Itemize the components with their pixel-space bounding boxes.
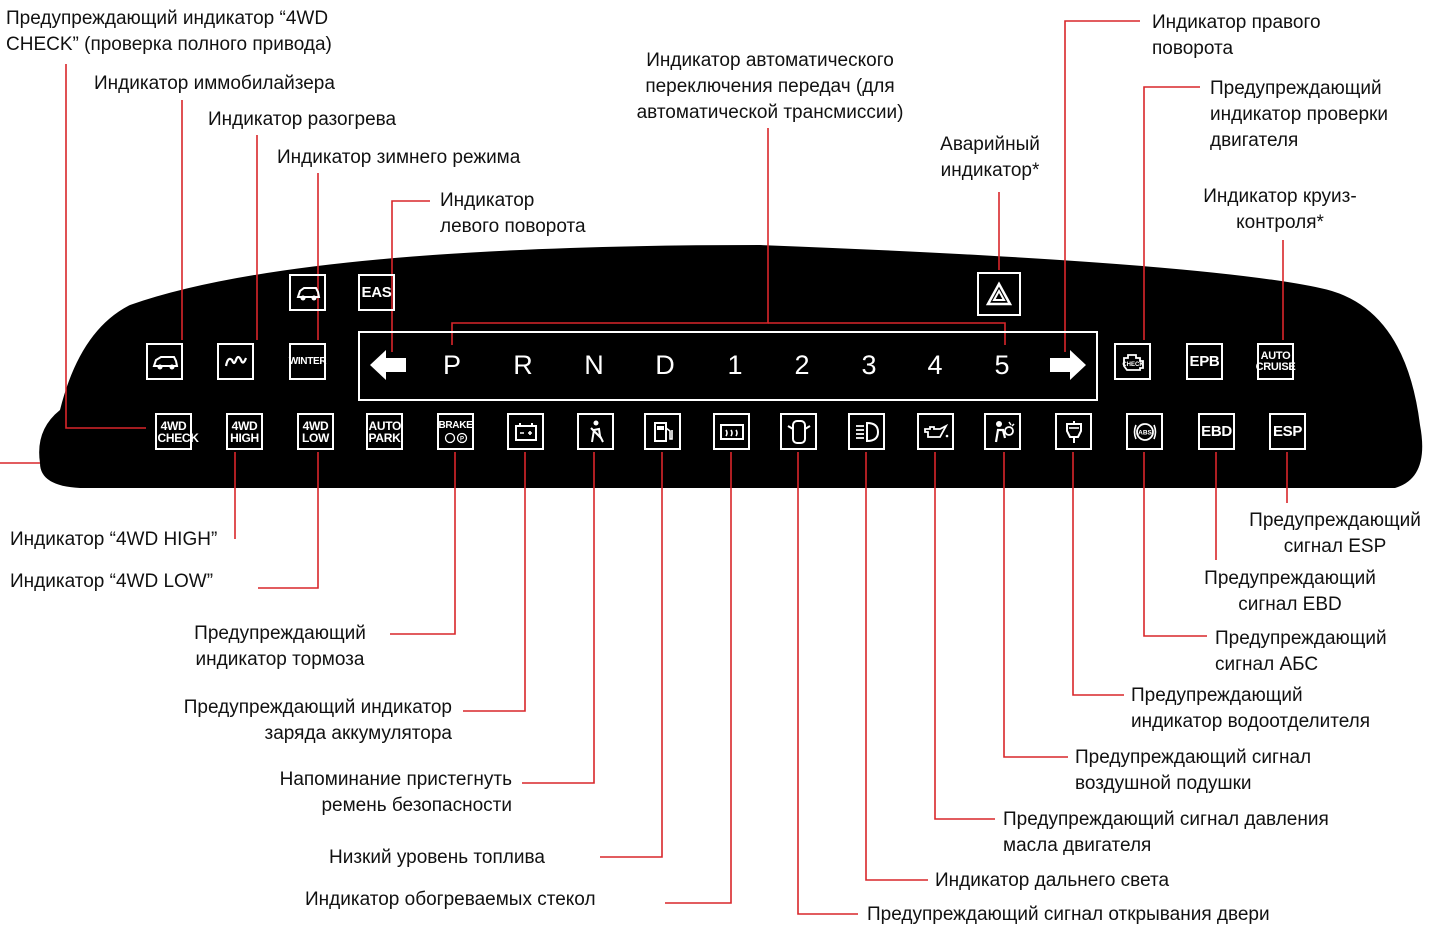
- gear-n: N: [584, 350, 604, 380]
- gear-p: P: [442, 350, 461, 380]
- leader-water-separator: [1072, 452, 1124, 696]
- 4wd-low-indicator: 4WD LOW: [297, 413, 334, 450]
- gear-r: R: [513, 350, 533, 380]
- label-airbag: Предупреждающий сигнал воздушной подушки: [1075, 747, 1312, 794]
- 4wd-high-indicator: 4WD HIGH: [226, 413, 263, 450]
- high-beam-icon: [848, 413, 885, 450]
- airbag-icon: [984, 413, 1021, 450]
- leader-fuel: [600, 452, 663, 858]
- 4wd-check-indicator: 4WD CHECK: [155, 413, 199, 450]
- label-battery: Предупреждающий индикатор заряда аккумул…: [183, 697, 452, 744]
- ebd-indicator: EBD: [1198, 413, 1235, 450]
- leader-left-turn: [391, 200, 430, 352]
- leader-brake: [390, 452, 456, 635]
- leader-check-engine: [1143, 86, 1200, 340]
- label-seatbelt: Напоминание пристегнуть ремень безопасно…: [279, 769, 512, 816]
- label-fuel: Низкий уровень топлива: [329, 847, 545, 868]
- left-turn-arrow-icon: [368, 348, 408, 387]
- defrost-icon: [713, 413, 750, 450]
- leader-4wd-check: [65, 64, 146, 429]
- label-brake: Предупреждающий индикатор тормоза: [194, 623, 366, 670]
- check-engine-icon: CHECK: [1114, 343, 1151, 380]
- oil-can-icon: [917, 413, 954, 450]
- label-check-engine: Предупреждающий индикатор проверки двига…: [1210, 78, 1388, 151]
- 4wd-check-label: 4WD CHECK: [157, 418, 199, 445]
- gear-5: 5: [994, 350, 1010, 380]
- esp-indicator: ESP: [1269, 413, 1306, 450]
- gear-4: 4: [927, 350, 943, 380]
- right-turn-arrow-icon: [1048, 348, 1088, 387]
- label-abs: Предупреждающий сигнал АБС: [1215, 628, 1387, 675]
- leader-abs: [1143, 452, 1207, 637]
- gear-2: 2: [794, 350, 810, 380]
- label-esp: Предупреждающий сигнал ESP: [1249, 510, 1421, 557]
- brake-label: BRAKE: [438, 419, 473, 431]
- label-hazard: Аварийный индикатор*: [940, 134, 1040, 181]
- label-water-separator: Предупреждающий индикатор водоотделителя: [1131, 685, 1371, 732]
- abs-icon: ABS: [1126, 413, 1163, 450]
- ebd-label: EBD: [1201, 423, 1232, 440]
- winter-indicator: WINTER: [289, 343, 327, 380]
- label-immobilizer: Индикатор иммобилайзера: [94, 73, 335, 94]
- leader-high-beam: [865, 452, 928, 881]
- label-right-turn: Индикатор правого поворота: [1152, 12, 1321, 59]
- label-4wd-high: Индикатор “4WD HIGH”: [10, 529, 218, 550]
- leader-defrost: [665, 452, 732, 904]
- label-high-beam: Индикатор дальнего света: [935, 870, 1170, 891]
- brake-circles-icon: P: [444, 432, 467, 443]
- leader-door: [797, 452, 858, 915]
- esp-label: ESP: [1272, 423, 1303, 440]
- leader-auto-shift-5: [768, 322, 1006, 345]
- auto-park-indicator: AUTO PARK: [366, 413, 403, 450]
- battery-icon: [507, 413, 544, 450]
- 4wd-high-label: 4WD HIGH: [230, 418, 259, 445]
- brake-indicator: BRAKE P: [437, 413, 474, 450]
- leader-seatbelt: [522, 452, 595, 784]
- leader-right-turn: [1064, 20, 1140, 352]
- suv-icon: [289, 274, 326, 311]
- hazard-icon: [977, 272, 1021, 316]
- gear-3: 3: [861, 350, 877, 380]
- leader-auto-shift: [451, 128, 769, 345]
- svg-text:P: P: [459, 436, 463, 442]
- gear-d: D: [655, 350, 675, 380]
- immobilizer-icon: [146, 343, 183, 380]
- gear-1: 1: [727, 350, 743, 380]
- label-4wd-check: Предупреждающий индикатор “4WD CHECK” (п…: [6, 8, 332, 55]
- leader-battery: [463, 452, 526, 712]
- door-icon: [780, 413, 817, 450]
- label-winter: Индикатор зимнего режима: [277, 147, 521, 168]
- label-4wd-low: Индикатор “4WD LOW”: [10, 571, 214, 592]
- auto-park-label: AUTO PARK: [368, 418, 402, 445]
- label-ebd: Предупреждающий сигнал EBD: [1204, 568, 1376, 615]
- auto-cruise-indicator: AUTO CRUISE: [1256, 343, 1296, 380]
- label-oil: Предупреждающий сигнал давления масла дв…: [1003, 809, 1329, 856]
- gear-selector-frame: [358, 331, 1098, 401]
- label-cruise: Индикатор круиз- контроля*: [1203, 186, 1357, 233]
- leader-oil: [934, 452, 995, 820]
- label-left-turn: Индикатор левого поворота: [440, 190, 586, 237]
- svg-text:ABS: ABS: [1138, 429, 1152, 436]
- glow-plug-icon: [217, 343, 254, 380]
- water-separator-icon: [1055, 413, 1092, 450]
- label-glow-plug: Индикатор разогрева: [208, 109, 397, 130]
- label-auto-shift: Индикатор автоматического переключения п…: [636, 50, 904, 123]
- label-door: Предупреждающий сигнал открывания двери: [867, 904, 1270, 925]
- label-defrost: Индикатор обогреваемых стекол: [305, 889, 596, 910]
- 4wd-low-label: 4WD LOW: [301, 418, 330, 445]
- eas-indicator: EAS: [358, 274, 395, 311]
- leader-4wd-low: [258, 452, 319, 589]
- fuel-icon: [644, 413, 681, 450]
- svg-text:CHECK: CHECK: [1122, 362, 1144, 368]
- leader-airbag: [1003, 452, 1068, 758]
- epb-indicator: EPB: [1186, 343, 1223, 380]
- seatbelt-icon: [577, 413, 614, 450]
